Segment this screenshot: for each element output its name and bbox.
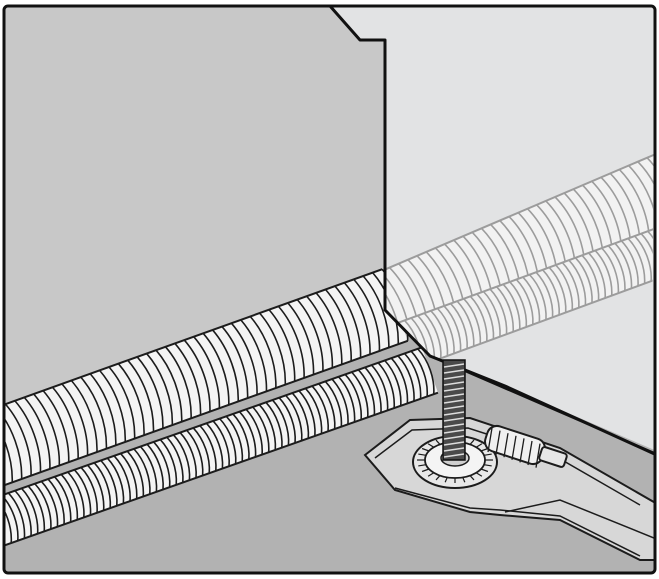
panel-edge-line [328,6,655,458]
upper-hose [4,268,409,487]
lower-hose [4,346,439,549]
adjustable-foot-screw [442,359,466,461]
panel-bottom-edge [429,355,655,456]
illustration-frame [2,4,657,575]
worm-shaft [484,424,568,468]
adjustable-foot [363,359,655,561]
